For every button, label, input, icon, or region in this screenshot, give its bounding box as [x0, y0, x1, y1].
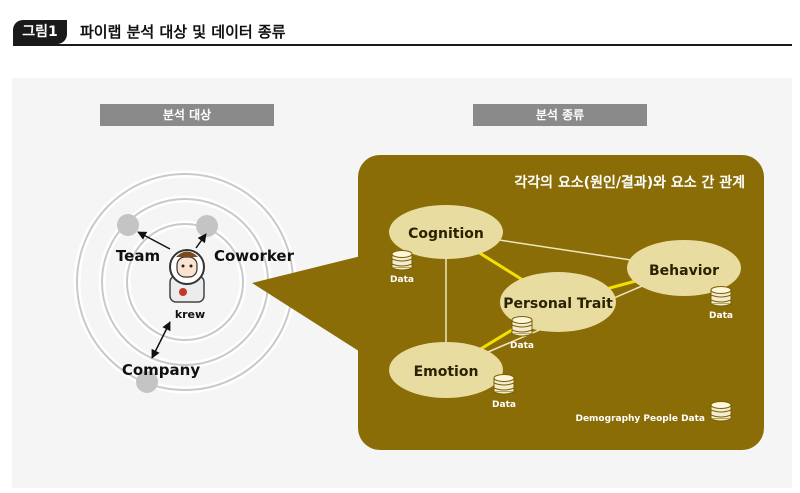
coworker-label: Coworker: [214, 247, 295, 265]
emotion-node: [389, 342, 503, 398]
personal-trait-data-label: Data: [510, 341, 534, 351]
center-label: krew: [175, 308, 205, 321]
company-node: [136, 371, 158, 393]
database-icon: [710, 286, 732, 307]
personal-trait-label: Personal Trait: [503, 296, 613, 312]
database-icon: [493, 374, 515, 395]
figure-header: 그림1 파이랩 분석 대상 및 데이터 종류: [0, 0, 800, 48]
figure-title: 파이랩 분석 대상 및 데이터 종류: [80, 23, 286, 41]
behavior-node: [627, 240, 741, 296]
company-label: Company: [122, 361, 200, 379]
demography-data-label: Demography People Data: [575, 414, 705, 424]
coworker-node: [196, 215, 218, 237]
database-icon: [511, 316, 533, 337]
arrow-to-company: [151, 321, 171, 359]
cognition-data-label: Data: [390, 275, 414, 285]
behavior-label: Behavior: [649, 263, 719, 279]
orbit-rings: [73, 170, 297, 394]
left-section-label: 분석 대상: [100, 104, 274, 126]
analysis-box-title: 각각의 요소(원인/결과)와 요소 간 관계: [514, 174, 745, 191]
arrow-to-team: [137, 231, 171, 250]
callout-pointer: [252, 255, 365, 355]
database-icon: [710, 401, 732, 422]
team-node: [117, 214, 139, 236]
emotion-label: Emotion: [414, 364, 479, 380]
cognition-node: [389, 205, 503, 259]
behavior-data-label: Data: [709, 311, 733, 321]
right-section-label: 분석 종류: [473, 104, 647, 126]
header-divider: [13, 44, 792, 46]
database-icon: [391, 250, 413, 271]
figure-tag: 그림1: [13, 20, 67, 44]
arrow-to-coworker: [195, 233, 207, 249]
emotion-data-label: Data: [492, 400, 516, 410]
astronaut-icon: [169, 249, 205, 303]
team-label: Team: [116, 247, 160, 265]
cognition-label: Cognition: [408, 226, 484, 242]
